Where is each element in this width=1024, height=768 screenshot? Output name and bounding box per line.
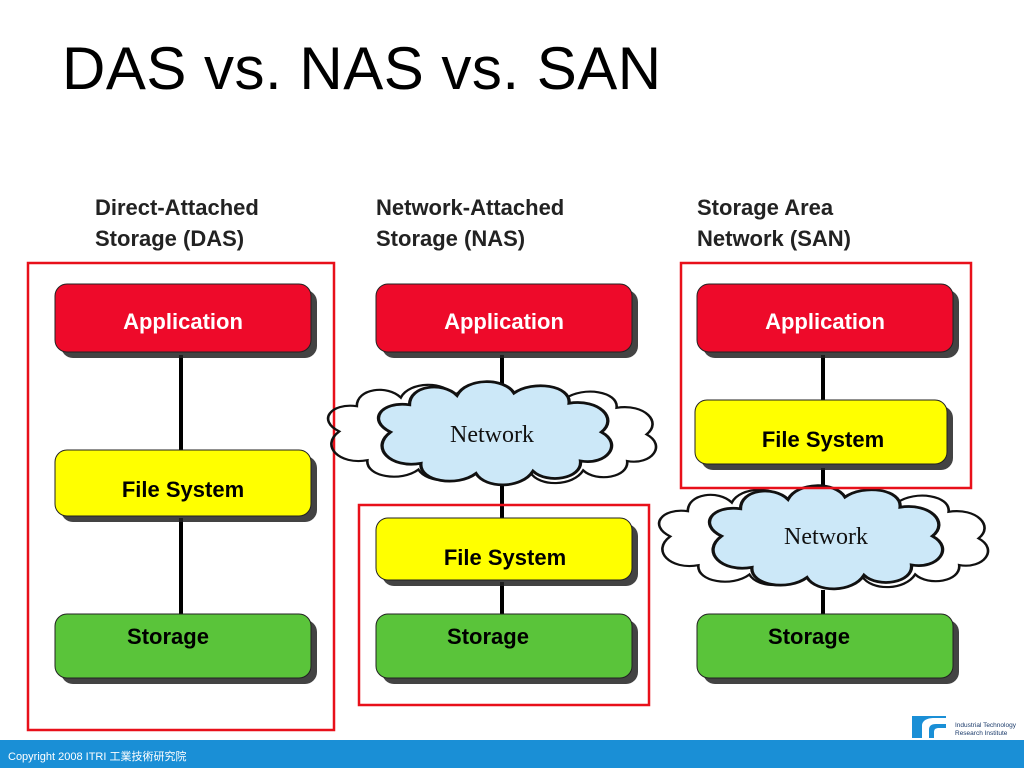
slide-title: DAS vs. NAS vs. SAN xyxy=(62,35,662,102)
san-application-block: Application xyxy=(696,283,959,358)
nas-heading-line1: Network-Attached xyxy=(376,195,565,220)
san-column: Application File System Network Storage xyxy=(657,261,990,684)
das-heading-line1: Direct-Attached xyxy=(95,195,259,220)
san-network-label: Network xyxy=(784,524,868,550)
das-heading: Direct-Attached Storage (DAS) xyxy=(95,192,259,254)
san-highlight-box xyxy=(679,261,973,490)
itri-logo-mark-icon xyxy=(912,716,946,738)
san-application-label: Application xyxy=(765,309,885,334)
san-storage-label: Storage xyxy=(768,624,850,649)
san-heading-line1: Storage Area xyxy=(697,195,834,220)
nas-storage-label: Storage xyxy=(447,624,529,649)
nas-file-system-label: File System xyxy=(444,545,566,570)
nas-network-cloud: Network xyxy=(326,380,658,487)
nas-application-block: Application xyxy=(375,283,638,358)
das-file-system-block: File System xyxy=(54,449,317,522)
das-file-system-label: File System xyxy=(122,477,244,502)
itri-logo-text: Industrial Technology Research Institute xyxy=(955,722,1016,737)
san-network-cloud: Network xyxy=(657,484,990,591)
itri-logo-line1: Industrial Technology xyxy=(955,722,1016,729)
das-application-block: Application xyxy=(54,283,317,358)
das-column: Application File System Storage xyxy=(26,261,336,732)
das-application-label: Application xyxy=(123,309,243,334)
nas-column: Application Network File System Storage xyxy=(326,283,658,707)
nas-storage-block: Storage xyxy=(375,613,638,684)
das-storage-label: Storage xyxy=(127,624,209,649)
das-heading-line2: Storage (DAS) xyxy=(95,226,245,251)
das-storage-block: Storage xyxy=(54,613,317,684)
san-file-system-block: File System xyxy=(694,399,953,470)
nas-file-system-block: File System xyxy=(375,517,638,586)
san-heading: Storage Area Network (SAN) xyxy=(697,192,851,254)
nas-network-label: Network xyxy=(450,422,534,448)
das-highlight-box xyxy=(26,261,336,732)
footer-copyright: Copyright 2008 ITRI 工業技術研究院 xyxy=(8,751,187,763)
nas-application-label: Application xyxy=(444,309,564,334)
footer-bar: Copyright 2008 ITRI 工業技術研究院 xyxy=(0,740,1024,768)
itri-logo: Industrial Technology Research Institute xyxy=(912,704,1020,740)
san-storage-block: Storage xyxy=(696,613,959,684)
storage-comparison-diagram: Application File System Storage Applicat… xyxy=(26,261,990,732)
san-file-system-label: File System xyxy=(762,427,884,452)
nas-heading-line2: Storage (NAS) xyxy=(376,226,526,251)
itri-logo-line2: Research Institute xyxy=(955,729,1008,737)
nas-highlight-box xyxy=(357,503,651,707)
nas-heading: Network-Attached Storage (NAS) xyxy=(376,192,564,254)
san-heading-line2: Network (SAN) xyxy=(697,226,852,251)
